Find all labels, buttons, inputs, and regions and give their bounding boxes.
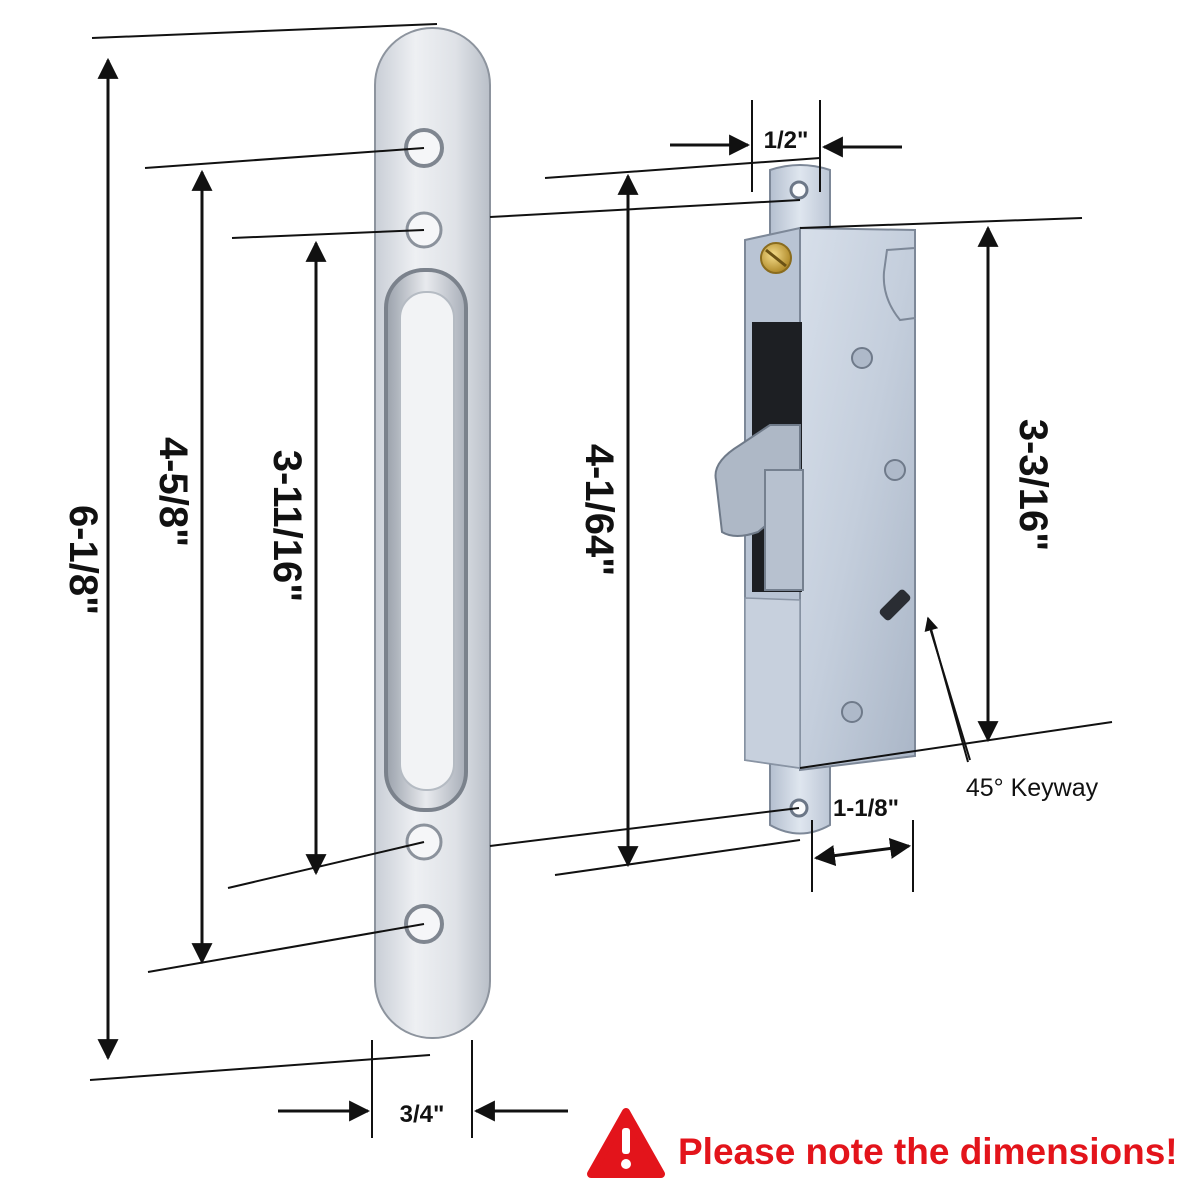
case-rivet: [884, 459, 906, 481]
mortise-lock: [714, 164, 916, 835]
case-rivet: [841, 701, 863, 723]
faceplate-hole-spacing-label: 4-1/64": [577, 444, 621, 576]
faceplate-width-label: 1/2": [764, 127, 809, 154]
strike-overall-height-label: 6-1/8": [61, 505, 105, 615]
warning-triangle-icon: [587, 1108, 665, 1178]
case-depth-label: 1-1/8": [833, 795, 899, 822]
warning-text: Please note the dimensions!: [678, 1131, 1178, 1172]
strike-arrows: [97, 57, 568, 1122]
warning-notice: Please note the dimensions!: [587, 1108, 1178, 1178]
strike-outer-spacing-label: 4-5/8": [151, 437, 195, 547]
strike-plate: [374, 27, 491, 1039]
keyway-label: 45° Keyway: [966, 774, 1099, 802]
keyway-slot: [879, 589, 911, 621]
strike-inner-spacing-label: 3-11/16": [265, 450, 309, 602]
lock-arrows: [617, 134, 999, 868]
faceplate-top-hole: [789, 180, 809, 200]
strike-width-label: 3/4": [400, 1101, 445, 1128]
lock-case: [799, 226, 916, 772]
case-rivet: [851, 347, 873, 369]
case-height-label: 3-3/16": [1011, 419, 1055, 551]
